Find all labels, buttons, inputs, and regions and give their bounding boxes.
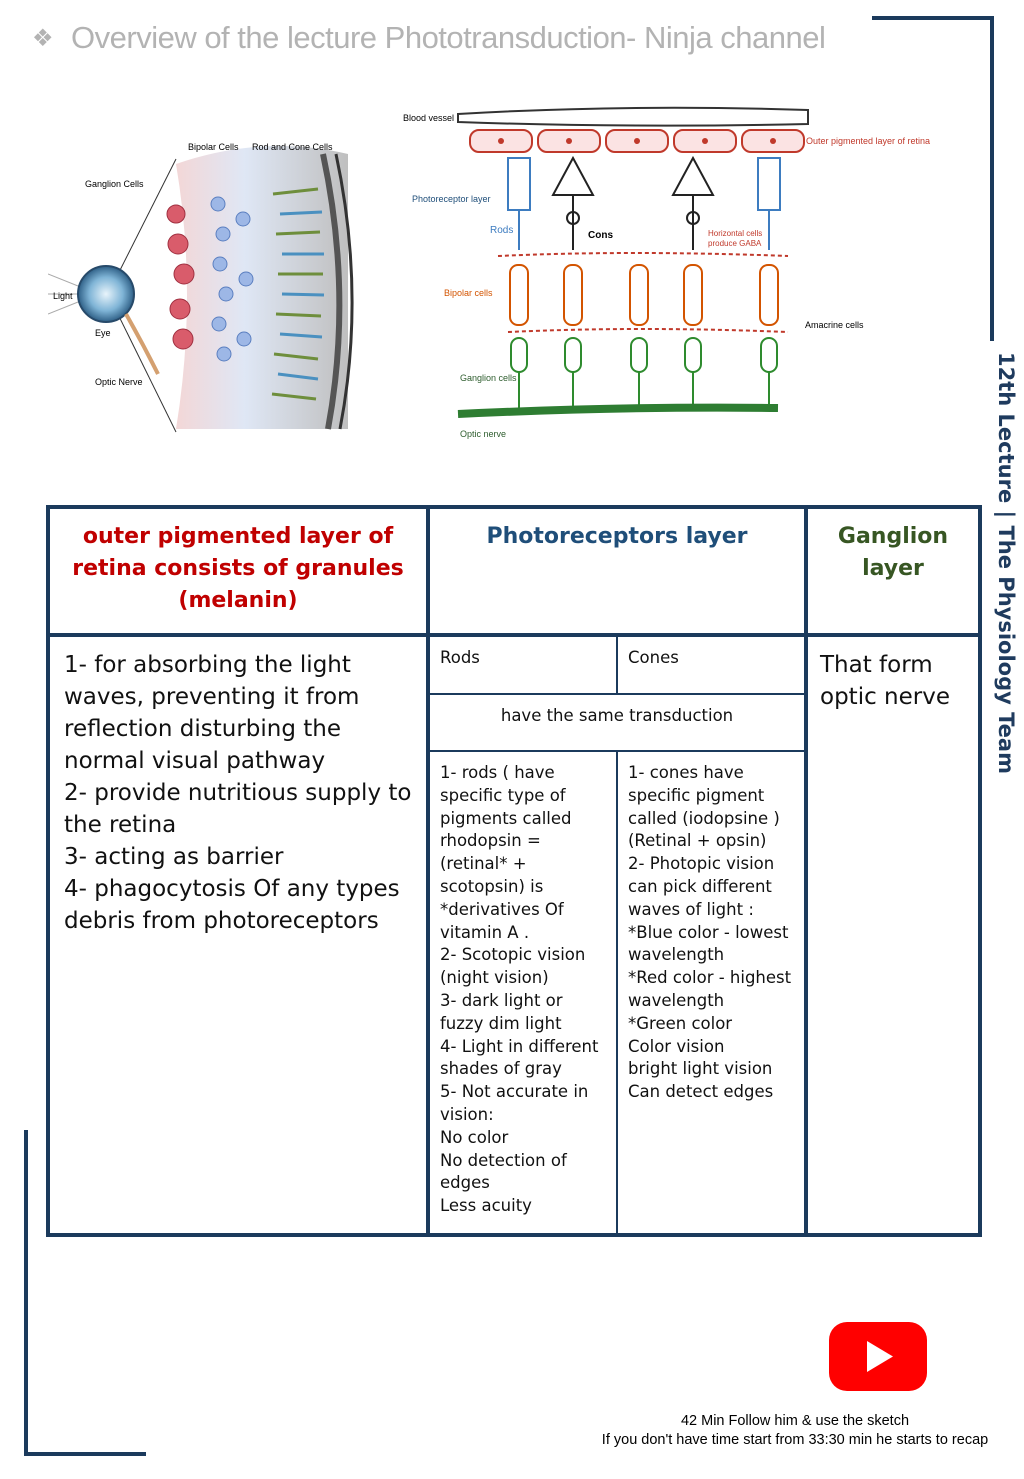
photoreceptors-inner-table: Rods Cones have the same transduction 1-…	[430, 637, 804, 1233]
retina-band	[176, 146, 348, 429]
label-blood-vessel: Blood vessel	[403, 113, 454, 123]
label-photoreceptor-layer: Photoreceptor layer	[412, 194, 491, 204]
page-title: ❖ Overview of the lecture Phototransduct…	[32, 18, 826, 58]
blood-vessel-shape	[457, 106, 809, 127]
photoreceptors-details-cell: Rods Cones have the same transduction 1-…	[426, 633, 808, 1237]
header-ganglion: Ganglion layer	[837, 524, 949, 581]
cones-point: *Green color	[628, 1013, 733, 1033]
label-optic-nerve: Optic Nerve	[95, 377, 143, 387]
label-bipolar-cells: Bipolar Cells	[188, 142, 239, 152]
rods-point: No detection of edges	[440, 1150, 567, 1193]
cones-point: *Red color - highest wavelength	[628, 968, 792, 1010]
cones-point: bright light vision	[628, 1059, 773, 1079]
rods-point: 5- Not accurate in vision:	[440, 1082, 589, 1124]
rods-point: No color	[440, 1127, 509, 1147]
label-amacrine-cells: Amacrine cells	[805, 320, 864, 330]
label-light: Light	[53, 291, 73, 301]
label-ganglion-cells: Ganglion cells	[460, 373, 517, 383]
frame-line-left	[24, 1130, 28, 1456]
frame-line-top	[872, 16, 994, 20]
cones-point: *Blue color - lowest wavelength	[628, 922, 789, 965]
pigmented-point: 3- acting as barrier	[64, 844, 284, 870]
cones-point: Color vision	[628, 1036, 725, 1056]
pigmented-functions-cell: 1- for absorbing the light waves, preven…	[46, 633, 430, 1237]
label-optic-nerve: Optic nerve	[460, 429, 506, 439]
label-horizontal-cells: Horizontal cells	[708, 229, 762, 238]
pigmented-point: 1- for absorbing the light waves, preven…	[64, 652, 360, 774]
overview-table: outer pigmented layer of retina consists…	[46, 505, 982, 1237]
header-photoreceptors: Photoreceptors layer	[486, 524, 748, 549]
label-cons: Cons	[588, 230, 613, 241]
pigmented-point: 2- provide nutritious supply to the reti…	[64, 780, 412, 838]
cones-point: Can detect edges	[628, 1082, 774, 1102]
youtube-play-icon[interactable]	[829, 1322, 927, 1391]
rods-point: Less acuity	[440, 1196, 532, 1216]
rods-point: 3- dark light or fuzzy dim light	[440, 990, 563, 1033]
side-label: 12th Lecture | The Physiology Team	[994, 352, 1018, 774]
cones-point: 2- Photopic vision can pick different wa…	[628, 854, 775, 919]
cones-details-cell: 1- cones have specific pigment called (i…	[616, 750, 804, 1233]
label-eye: Eye	[95, 328, 111, 338]
optic-nerve-shape	[457, 403, 779, 418]
retina-cross-section-figure: Bipolar Cells Rod and Cone Cells Ganglio…	[48, 142, 354, 433]
footer-line-1: 42 Min Follow him & use the sketch	[680, 1413, 910, 1429]
rods-label-cell: Rods	[430, 637, 618, 695]
header-pigmented-cell: outer pigmented layer of retina consists…	[46, 505, 430, 637]
footer-note: 42 Min Follow him & use the sketch If yo…	[540, 1412, 1024, 1450]
label-produce-gaba: produce GABA	[708, 239, 762, 248]
pigmented-functions-list: 1- for absorbing the light waves, preven…	[50, 637, 426, 949]
frame-line-right	[990, 16, 994, 341]
header-photoreceptors-cell: Photoreceptors layer	[426, 505, 808, 637]
label-outer-pigmented: Outer pigmented layer of retina	[806, 136, 930, 146]
diamond-bullet-icon: ❖	[32, 24, 54, 52]
eye-icon	[77, 265, 135, 323]
label-ganglion-cells: Ganglion Cells	[85, 179, 144, 189]
label-rods: Rods	[490, 225, 513, 236]
rods-point: 4- Light in different shades of gray	[440, 1036, 599, 1079]
pigmented-point: 4- phagocytosis Of any types debris from…	[64, 876, 400, 934]
rods-details-cell: 1- rods ( have specific type of pigments…	[430, 750, 618, 1233]
header-ganglion-cell: Ganglion layer	[804, 505, 982, 637]
footer-line-2: If you don't have time start from 33:30 …	[601, 1432, 989, 1448]
rods-point: 1- rods ( have specific type of pigments…	[440, 763, 572, 942]
label-bipolar-cells: Bipolar cells	[444, 288, 493, 298]
label-rod-cone-cells: Rod and Cone Cells	[252, 142, 333, 152]
rods-point: 2- Scotopic vision (night vision)	[440, 945, 586, 988]
frame-line-bottom	[24, 1452, 146, 1456]
same-transduction-cell: have the same transduction	[430, 693, 804, 752]
cones-point: 1- cones have specific pigment called (i…	[628, 763, 780, 851]
header-pigmented: outer pigmented layer of retina consists…	[72, 524, 404, 613]
page-title-text: Overview of the lecture Phototransductio…	[71, 20, 826, 55]
ganglion-text: That form optic nerve	[820, 652, 950, 710]
retina-layers-sketch-figure: Blood vessel Outer pigmented layer of re…	[403, 106, 930, 439]
cones-label-cell: Cones	[616, 637, 804, 695]
ganglion-details-cell: That form optic nerve	[804, 633, 982, 1237]
